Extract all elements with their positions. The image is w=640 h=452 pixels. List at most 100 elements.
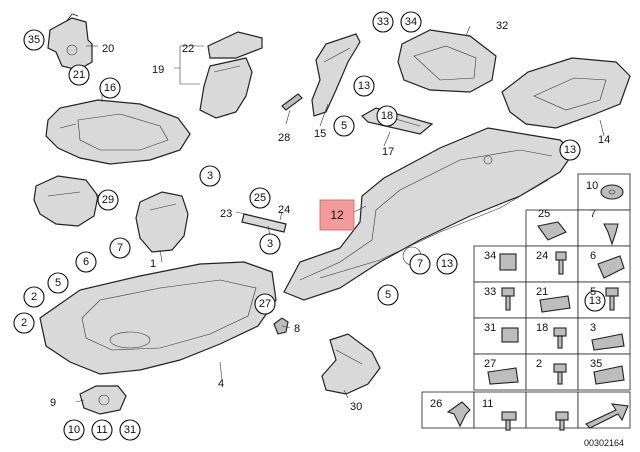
svg-text:7: 7 xyxy=(117,242,123,254)
svg-text:7: 7 xyxy=(417,258,423,270)
part-label-1: 1 xyxy=(150,258,156,270)
part-14-shield xyxy=(501,57,631,129)
part-1-bracket xyxy=(135,191,189,253)
svg-text:21: 21 xyxy=(73,69,85,81)
grid-label-34: 34 xyxy=(484,250,496,262)
svg-text:10: 10 xyxy=(68,424,80,436)
svg-text:2: 2 xyxy=(31,291,37,303)
callout-2[interactable]: 2 xyxy=(23,286,45,308)
callout-13[interactable]: 13 xyxy=(559,139,581,161)
part-label-28: 28 xyxy=(278,132,290,144)
callout-35[interactable]: 35 xyxy=(23,29,45,51)
part-19-22-duct xyxy=(199,31,263,119)
svg-text:13: 13 xyxy=(441,258,453,270)
grid-label-5: 5 xyxy=(590,286,596,298)
callout-5[interactable]: 5 xyxy=(47,272,69,294)
svg-text:6: 6 xyxy=(83,256,89,268)
callout-29[interactable]: 29 xyxy=(97,189,119,211)
diagram-id: 00302164 xyxy=(584,438,624,448)
grid-label-18: 18 xyxy=(536,322,548,334)
part-label-22: 22 xyxy=(182,43,194,55)
svg-text:11: 11 xyxy=(96,424,107,436)
grid-label-26: 26 xyxy=(430,398,442,410)
fastener-glyphs xyxy=(446,184,629,431)
grid-label-7: 7 xyxy=(590,208,596,220)
part-label-17: 17 xyxy=(382,146,394,158)
part-30-bracket xyxy=(321,333,381,395)
part-label-23: 23 xyxy=(220,208,232,220)
svg-text:12: 12 xyxy=(330,208,344,222)
svg-text:31: 31 xyxy=(124,424,136,436)
grid-label-35: 35 xyxy=(590,358,602,370)
svg-text:33: 33 xyxy=(377,16,389,28)
part-9-bracket xyxy=(79,385,127,415)
svg-text:34: 34 xyxy=(405,16,417,28)
callout-7[interactable]: 7 xyxy=(409,253,431,275)
part-32-shield xyxy=(397,29,497,93)
callout-25[interactable]: 25 xyxy=(249,187,271,209)
callout-7[interactable]: 7 xyxy=(109,237,131,259)
svg-text:35: 35 xyxy=(28,34,40,46)
callout-10[interactable]: 10 xyxy=(63,419,85,441)
svg-text:5: 5 xyxy=(385,289,391,301)
grid-label-10: 10 xyxy=(586,180,598,192)
callout-18[interactable]: 18 xyxy=(376,105,398,127)
part-4-underbody-panel xyxy=(39,261,277,375)
grid-label-2: 2 xyxy=(536,358,542,370)
highlighted-label-12[interactable]: 12 xyxy=(319,199,355,231)
callout-13[interactable]: 13 xyxy=(584,290,606,312)
callout-31[interactable]: 31 xyxy=(119,419,141,441)
part-label-14: 14 xyxy=(598,134,610,146)
part-20-bracket xyxy=(47,13,93,71)
part-label-8: 8 xyxy=(294,323,300,335)
part-label-4: 4 xyxy=(218,378,224,390)
callout-3[interactable]: 3 xyxy=(199,165,221,187)
part-label-32: 32 xyxy=(496,20,508,32)
callout-5[interactable]: 5 xyxy=(333,115,355,137)
callout-6[interactable]: 6 xyxy=(75,251,97,273)
part-23-24-strip xyxy=(241,213,287,233)
callout-11[interactable]: 11 xyxy=(91,419,113,441)
svg-text:25: 25 xyxy=(254,192,266,204)
leader-lines xyxy=(75,25,605,403)
part-label-15: 15 xyxy=(314,128,326,140)
part-label-30: 30 xyxy=(350,401,362,413)
callout-2[interactable]: 2 xyxy=(13,312,35,334)
part-label-9: 9 xyxy=(50,397,56,409)
callout-21[interactable]: 21 xyxy=(68,64,90,86)
callout-33[interactable]: 33 xyxy=(372,11,394,33)
grid-label-25: 25 xyxy=(538,208,550,220)
grid-label-24: 24 xyxy=(536,250,548,262)
svg-text:13: 13 xyxy=(358,80,370,92)
grid-label-27: 27 xyxy=(484,358,496,370)
part-label-24: 24 xyxy=(278,204,290,216)
part-16-shield xyxy=(45,99,191,165)
callout-5[interactable]: 5 xyxy=(377,284,399,306)
callout-34[interactable]: 34 xyxy=(400,11,422,33)
part-12-underbody-panel xyxy=(283,127,575,301)
grid-label-6: 6 xyxy=(590,250,596,262)
part-17-plate xyxy=(361,107,434,135)
grid-label-11: 11 xyxy=(482,398,493,410)
svg-text:13: 13 xyxy=(564,144,576,156)
svg-text:3: 3 xyxy=(267,238,273,250)
callout-3[interactable]: 3 xyxy=(259,233,281,255)
svg-text:18: 18 xyxy=(381,110,393,122)
grid-label-33: 33 xyxy=(484,286,496,298)
part-8-clip xyxy=(273,317,289,335)
svg-text:5: 5 xyxy=(55,277,61,289)
svg-text:16: 16 xyxy=(104,82,116,94)
callout-13[interactable]: 13 xyxy=(436,253,458,275)
svg-text:2: 2 xyxy=(21,317,27,329)
grid-label-31: 31 xyxy=(484,322,496,334)
part-28-rod xyxy=(281,93,303,111)
svg-text:29: 29 xyxy=(102,194,114,206)
svg-text:13: 13 xyxy=(589,295,601,307)
callout-27[interactable]: 27 xyxy=(254,293,276,315)
callout-16[interactable]: 16 xyxy=(99,77,121,99)
svg-text:5: 5 xyxy=(341,120,347,132)
callout-13[interactable]: 13 xyxy=(353,75,375,97)
